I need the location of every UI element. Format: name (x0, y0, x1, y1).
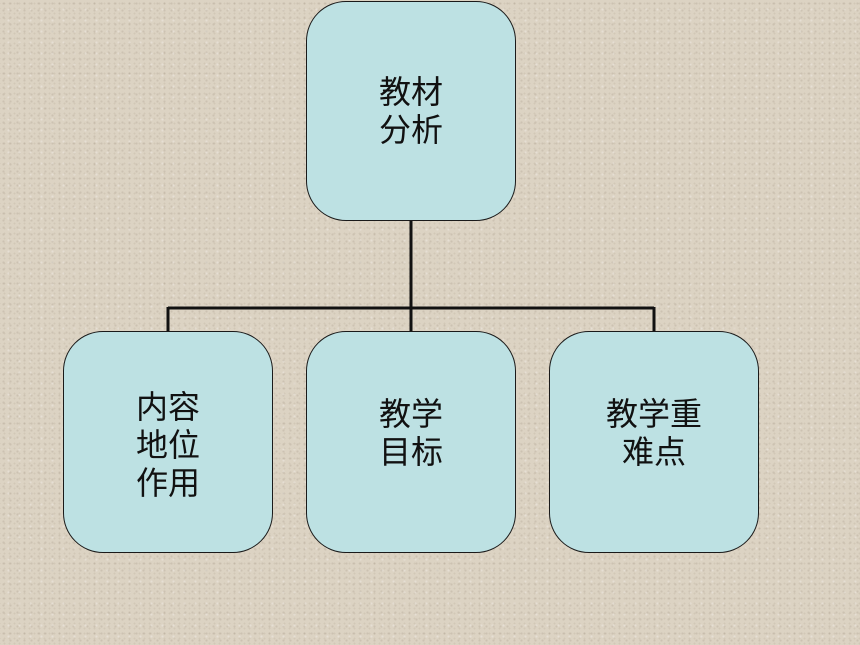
root-node-textbook-analysis: 教材 分析 (306, 1, 516, 221)
child1-label-line-3: 作用 (135, 464, 200, 502)
child3-label-line-1: 教学重 (605, 395, 702, 433)
child2-label-line-2: 目标 (378, 433, 443, 471)
child-node-label: 教学重 难点 (606, 395, 702, 471)
child2-label-line-1: 教学 (378, 395, 443, 433)
child-node-label: 教学 目标 (379, 395, 443, 471)
root-label-line-2: 分析 (378, 111, 443, 149)
root-label-line-1: 教材 (378, 73, 443, 111)
child-node-key-difficult-points: 教学重 难点 (549, 331, 759, 553)
child1-label-line-1: 内容 (135, 388, 200, 426)
child1-label-line-2: 地位 (135, 426, 200, 464)
child-node-label: 内容 地位 作用 (136, 388, 200, 502)
child-node-teaching-goals: 教学 目标 (306, 331, 516, 553)
child3-label-line-2: 难点 (621, 433, 686, 471)
root-node-label: 教材 分析 (379, 73, 443, 149)
child-node-content-position-role: 内容 地位 作用 (63, 331, 273, 553)
